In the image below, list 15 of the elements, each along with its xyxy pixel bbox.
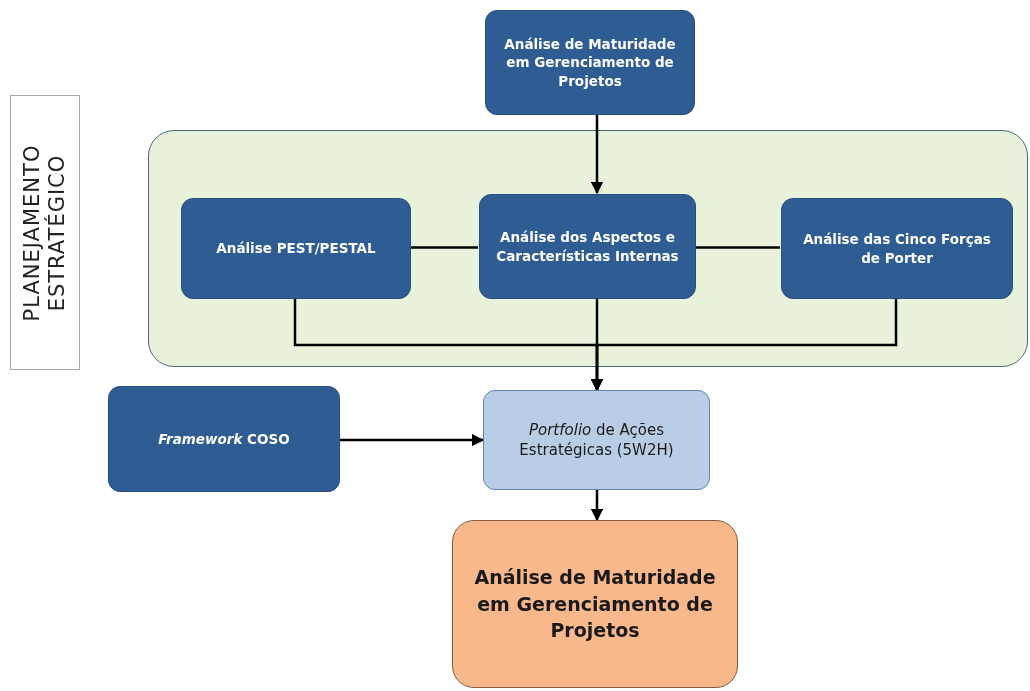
section-label-box: PLANEJAMENTO ESTRATÉGICO	[10, 95, 80, 370]
analysis-box: Análise das Cinco Forças de Porter	[781, 198, 1013, 299]
arrow	[340, 433, 485, 447]
connector-line	[695, 246, 780, 249]
arrow	[590, 490, 604, 522]
framework-box: Framework COSO	[108, 386, 340, 492]
portfolio-box: Portfolio de Ações Estratégicas (5W2H)	[483, 390, 710, 490]
arrow	[590, 115, 604, 195]
connector-line	[410, 246, 478, 249]
analysis-box: Análise de Maturidade em Gerenciamento de Projetos	[485, 10, 695, 115]
analysis-box: Análise dos Aspectos e Características Internas	[479, 194, 696, 299]
arrow	[590, 298, 898, 392]
result-box: Análise de Maturidade em Gerenciamento de Projetos	[452, 520, 738, 688]
group-panel	[148, 130, 1028, 367]
analysis-box: Análise PEST/PESTAL	[181, 198, 411, 299]
